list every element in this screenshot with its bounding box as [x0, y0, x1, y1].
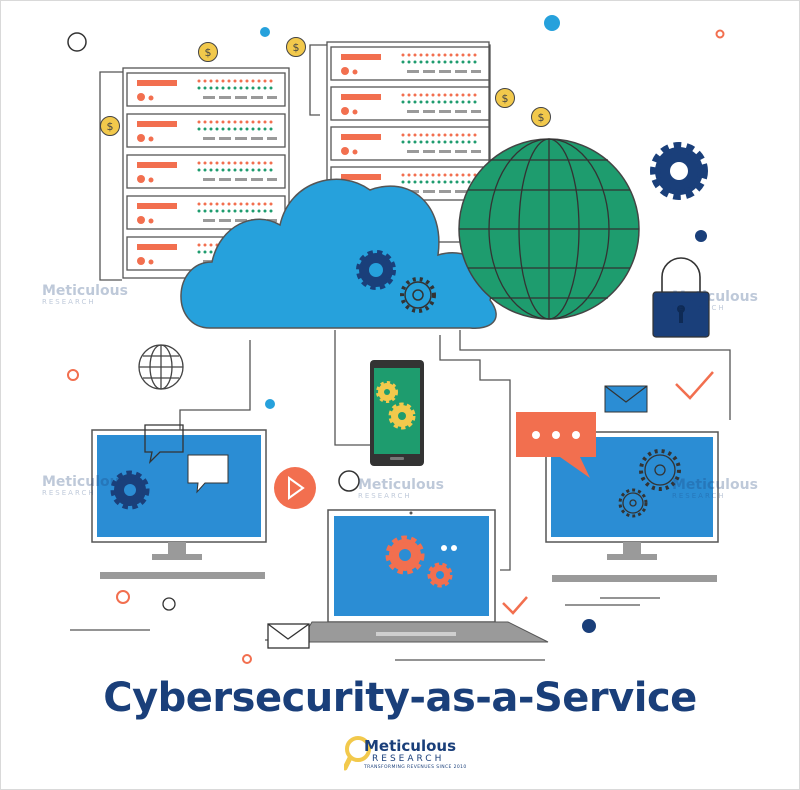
gear-icon — [650, 142, 708, 200]
desktop-monitor-right — [545, 431, 719, 582]
magnifier-icon — [344, 736, 371, 771]
decorative-dots — [67, 15, 725, 664]
gear-icon — [385, 535, 453, 588]
desktop-monitor-left — [91, 424, 267, 579]
gear-icon — [618, 449, 681, 518]
gear-icon — [356, 250, 396, 290]
envelope-icon — [267, 623, 310, 649]
smartphone-icon — [370, 360, 424, 466]
play-icon — [274, 467, 316, 509]
connector-lines — [70, 44, 731, 661]
company-logo: Meticulous RESEARCH TRANSFORMING REVENUE… — [344, 734, 467, 782]
globe-icon — [458, 138, 640, 320]
logo-tagline: TRANSFORMING REVENUES SINCE 2010 — [364, 765, 467, 770]
globe-icon — [138, 344, 184, 390]
laptop-icon — [299, 509, 549, 643]
gear-icon — [400, 277, 436, 313]
page-title: Cybersecurity-as-a-Service — [103, 675, 697, 721]
logo-subtitle: RESEARCH — [372, 754, 445, 764]
envelope-icon — [604, 385, 648, 413]
checkmark-icon — [675, 371, 714, 400]
padlock-icon — [652, 257, 710, 338]
logo-name: Meticulous — [364, 737, 457, 755]
chat-bubble-icon — [516, 412, 596, 478]
gear-icon — [110, 470, 150, 510]
checkmark-icon — [502, 596, 528, 615]
chat-bubble-icon — [144, 424, 229, 494]
illustration: $ — [67, 15, 731, 664]
